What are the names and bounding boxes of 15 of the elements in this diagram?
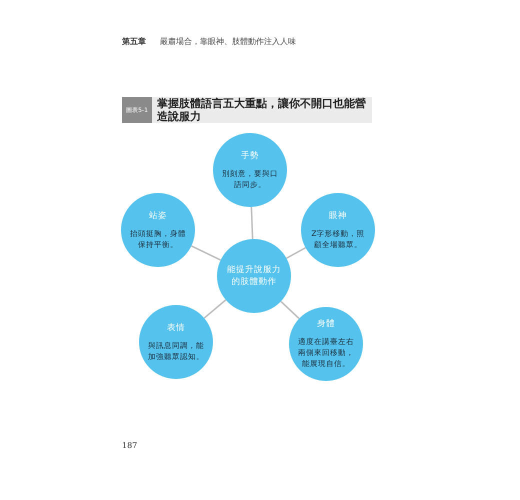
connector-line xyxy=(191,245,221,261)
connector-line xyxy=(280,300,300,320)
topic-heading: 站姿 xyxy=(149,210,167,222)
chapter-title: 嚴肅場合，靠眼神、肢體動作注入人味 xyxy=(160,36,296,47)
topic-heading: 手勢 xyxy=(241,150,259,162)
connector-line xyxy=(204,299,226,319)
page-number: 187 xyxy=(122,441,138,450)
topic-heading: 表情 xyxy=(167,322,185,334)
connector-line xyxy=(250,206,254,240)
figure-title: 掌握肢體語言五大重點，讓你不開口也能營造說服力 xyxy=(157,98,367,123)
topic-heading: 身體 xyxy=(317,319,335,330)
connector-line xyxy=(286,247,306,259)
chapter-number: 第五章 xyxy=(122,36,146,47)
topic-heading: 眼神 xyxy=(329,210,347,222)
center-text: 能提升說服力的肢體動作 xyxy=(226,264,282,288)
